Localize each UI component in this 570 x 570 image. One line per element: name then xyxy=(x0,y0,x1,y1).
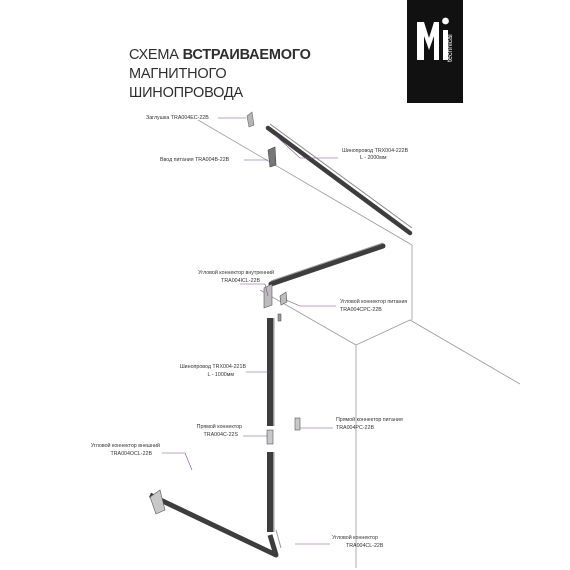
power-input-icon xyxy=(267,146,277,168)
logo-mark-icon xyxy=(417,17,449,60)
title-part-2: ВСТРАИВАЕМОГО xyxy=(182,47,311,63)
label-straight-power-2: TRA004PC-22B xyxy=(336,425,374,431)
straight-power-connector-icon xyxy=(294,417,301,431)
label-straight-conn-1: Прямой коннектор xyxy=(196,424,242,430)
label-inner-corner-1: Угловой коннектор внутренний xyxy=(198,270,274,276)
track-inner-upper xyxy=(268,242,386,287)
outer-corner-connector-icon xyxy=(149,489,166,515)
label-track-long-name: Шинопровод TRX004-222B xyxy=(342,148,409,154)
label-track-short-name: Шинопровод TRX004-221B xyxy=(179,364,246,370)
leader-lines xyxy=(162,117,338,545)
straight-connector-icon xyxy=(266,429,274,445)
label-straight-conn-2: TRA004C-22S xyxy=(203,432,238,438)
label-inner-corner-2: TRA004ICL-22B xyxy=(221,278,260,284)
label-power-connector-1: Угловой коннектор питания xyxy=(340,299,408,305)
label-power-input: Ввод питания TRA004B-22B xyxy=(160,157,230,163)
label-outer-corner-1: Угловой коннектор внешний xyxy=(90,443,160,449)
label-corner-conn-2: TRA004CL-22B xyxy=(346,543,384,549)
label-straight-power-1: Прямой коннектор питания xyxy=(336,417,403,423)
room-walls xyxy=(197,119,521,568)
label-power-connector-2: TRA004CPC-22B xyxy=(340,307,382,313)
mini-connectors-icon xyxy=(277,313,282,322)
brand-logo: technical xyxy=(407,0,463,103)
track-long xyxy=(265,123,413,236)
label-end-cap: Заглушка TRA004EC-22B xyxy=(146,115,209,121)
label-outer-corner-2: TRA004OCL-22B xyxy=(110,451,152,457)
track-bottom xyxy=(148,492,282,558)
title-line-2: ШИНОПРОВОДА xyxy=(129,85,243,101)
label-track-long-len: L - 2000мм xyxy=(360,155,387,161)
end-cap-icon xyxy=(246,111,255,128)
page-title: СХЕМА ВСТРАИВАЕМОГО МАГНИТНОГО ШИНОПРОВО… xyxy=(129,46,399,103)
title-part-3: МАГНИТНОГО xyxy=(129,66,227,82)
track-vertical-2 xyxy=(267,452,275,532)
title-part-1: СХЕМА xyxy=(129,47,183,63)
label-track-short-len: L - 1000мм xyxy=(207,372,234,378)
label-corner-conn-1: Угловой коннектор xyxy=(332,535,378,541)
power-corner-connector-icon xyxy=(279,291,288,306)
